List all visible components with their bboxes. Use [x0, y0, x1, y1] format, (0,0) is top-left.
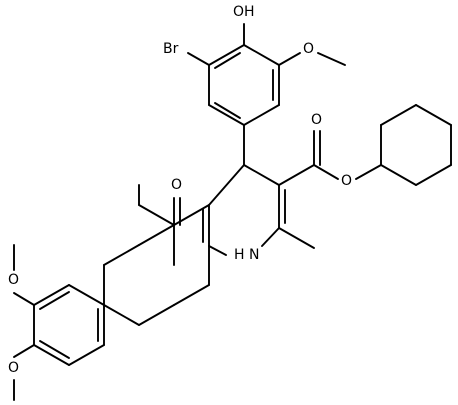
bromo-label: Br: [163, 41, 179, 57]
bond-network: [13, 23, 452, 401]
ester-carbonyl-oxygen-label: O: [311, 112, 322, 128]
amine-nitrogen-label: N: [249, 247, 259, 263]
ester-oxygen-label: O: [341, 173, 352, 189]
dimethoxy-upper-oxygen-label: O: [8, 272, 19, 288]
ketone-oxygen-label: O: [171, 177, 182, 193]
atom-labels: OH Br O O O O N H O O: [8, 4, 352, 376]
hydroxyl-label: OH: [233, 4, 255, 20]
amine-hydrogen-label: H: [234, 247, 245, 263]
dimethoxy-lower-oxygen-label: O: [8, 360, 19, 376]
methoxy-top-oxygen-label: O: [303, 41, 314, 57]
